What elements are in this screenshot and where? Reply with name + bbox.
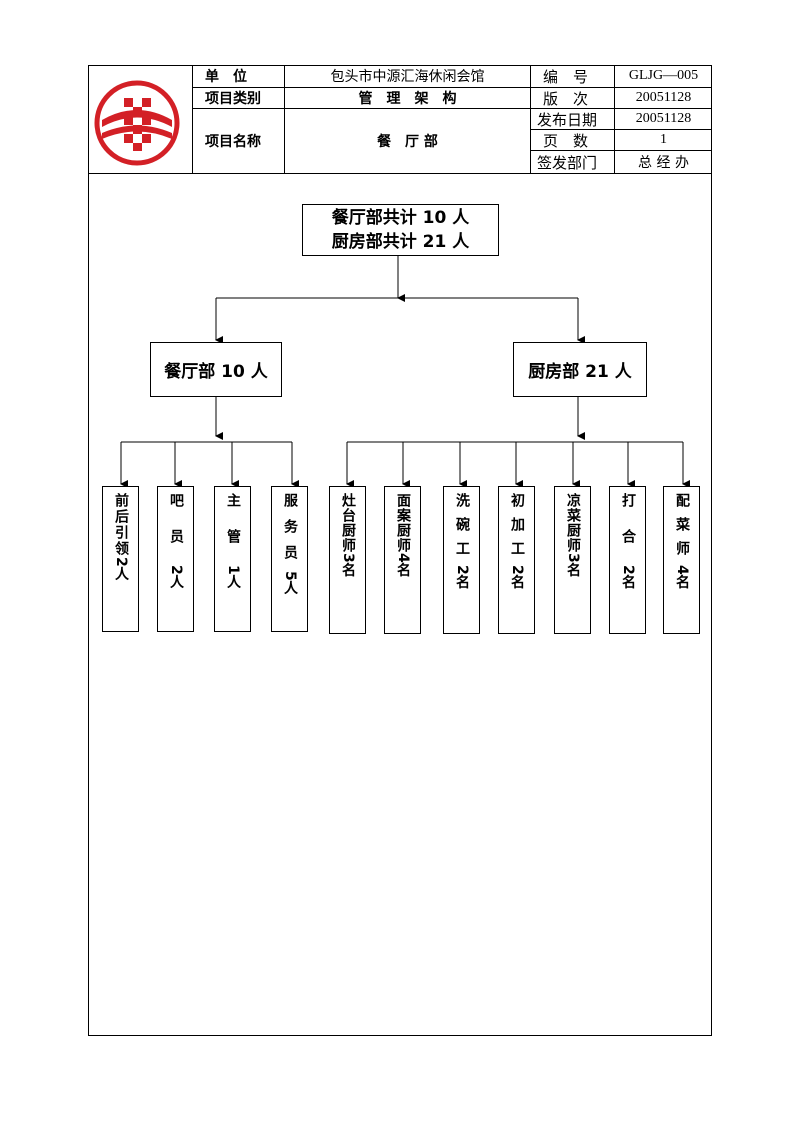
company-logo-icon bbox=[94, 80, 180, 166]
version-label: 版 次 bbox=[530, 88, 614, 109]
category-label: 项目类别 bbox=[192, 88, 284, 109]
version-value: 20051128 bbox=[614, 88, 712, 109]
issuing-dept-value: 总 经 办 bbox=[614, 151, 712, 173]
role-name: 配菜师 bbox=[674, 493, 690, 565]
issuing-dept-label: 签发部门 bbox=[530, 151, 614, 173]
role-box-dahe: 打合 2名 bbox=[609, 486, 646, 634]
total-summary-box: 餐厅部共计 10 人 厨房部共计 21 人 bbox=[302, 204, 499, 256]
role-name: 灶台厨师 bbox=[340, 493, 356, 553]
role-box-stove-chef: 灶台厨师 3名 bbox=[329, 486, 366, 634]
role-count: 2名 bbox=[454, 565, 470, 589]
role-name: 打合 bbox=[620, 493, 636, 565]
role-box-bartender: 吧员 2人 bbox=[157, 486, 194, 632]
restaurant-dept-box: 餐厅部 10 人 bbox=[150, 342, 282, 397]
unit-label: 单 位 bbox=[192, 65, 284, 88]
role-count: 2人 bbox=[168, 565, 184, 589]
role-count: 5人 bbox=[282, 571, 298, 595]
kitchen-dept-box: 厨房部 21 人 bbox=[513, 342, 647, 397]
role-box-supervisor: 主管 1人 bbox=[214, 486, 251, 632]
role-box-garnish-chef: 配菜师 4名 bbox=[663, 486, 700, 634]
role-count: 3名 bbox=[340, 553, 356, 577]
role-count: 4名 bbox=[395, 553, 411, 577]
role-name: 凉菜厨师 bbox=[565, 493, 581, 553]
page-label: 页 数 bbox=[530, 130, 614, 151]
role-box-waiter: 服务员 5人 bbox=[271, 486, 308, 632]
page-frame bbox=[88, 65, 712, 1036]
project-value: 餐 厅 部 bbox=[284, 109, 530, 173]
role-box-pastry-chef: 面案厨师 4名 bbox=[384, 486, 421, 634]
number-value: GLJG—005 bbox=[614, 65, 712, 88]
total-kitchen-text: 厨房部共计 21 人 bbox=[331, 232, 470, 252]
project-label: 项目名称 bbox=[192, 109, 284, 173]
kitchen-dept-label: 厨房部 21 人 bbox=[528, 362, 632, 382]
total-restaurant-text: 餐厅部共计 10 人 bbox=[331, 208, 470, 228]
unit-value: 包头市中源汇海休闲会馆 bbox=[284, 65, 530, 88]
role-count: 2名 bbox=[509, 565, 525, 589]
role-name: 初加工 bbox=[509, 493, 525, 565]
role-count: 3名 bbox=[565, 553, 581, 577]
role-count: 1人 bbox=[225, 565, 241, 589]
number-label: 编 号 bbox=[530, 65, 614, 88]
role-name: 前后引领 bbox=[113, 493, 129, 557]
issue-date-value: 20051128 bbox=[614, 109, 712, 130]
page-value: 1 bbox=[614, 130, 712, 151]
role-name: 面案厨师 bbox=[395, 493, 411, 553]
issue-date-label: 发布日期 bbox=[530, 109, 614, 130]
role-box-cold-dish-chef: 凉菜厨师 3名 bbox=[554, 486, 591, 634]
role-name: 主管 bbox=[225, 493, 241, 565]
role-name: 吧员 bbox=[168, 493, 184, 565]
role-name: 服务员 bbox=[282, 493, 298, 571]
header-divider bbox=[88, 173, 712, 174]
role-box-host: 前后引领 2人 bbox=[102, 486, 139, 632]
role-box-prep-worker: 初加工 2名 bbox=[498, 486, 535, 634]
category-value: 管 理 架 构 bbox=[284, 88, 530, 109]
role-name: 洗碗工 bbox=[454, 493, 470, 565]
role-count: 2名 bbox=[620, 565, 636, 589]
role-box-dishwasher: 洗碗工 2名 bbox=[443, 486, 480, 634]
restaurant-dept-label: 餐厅部 10 人 bbox=[164, 362, 268, 382]
role-count: 4名 bbox=[674, 565, 690, 589]
role-count: 2人 bbox=[113, 557, 129, 581]
